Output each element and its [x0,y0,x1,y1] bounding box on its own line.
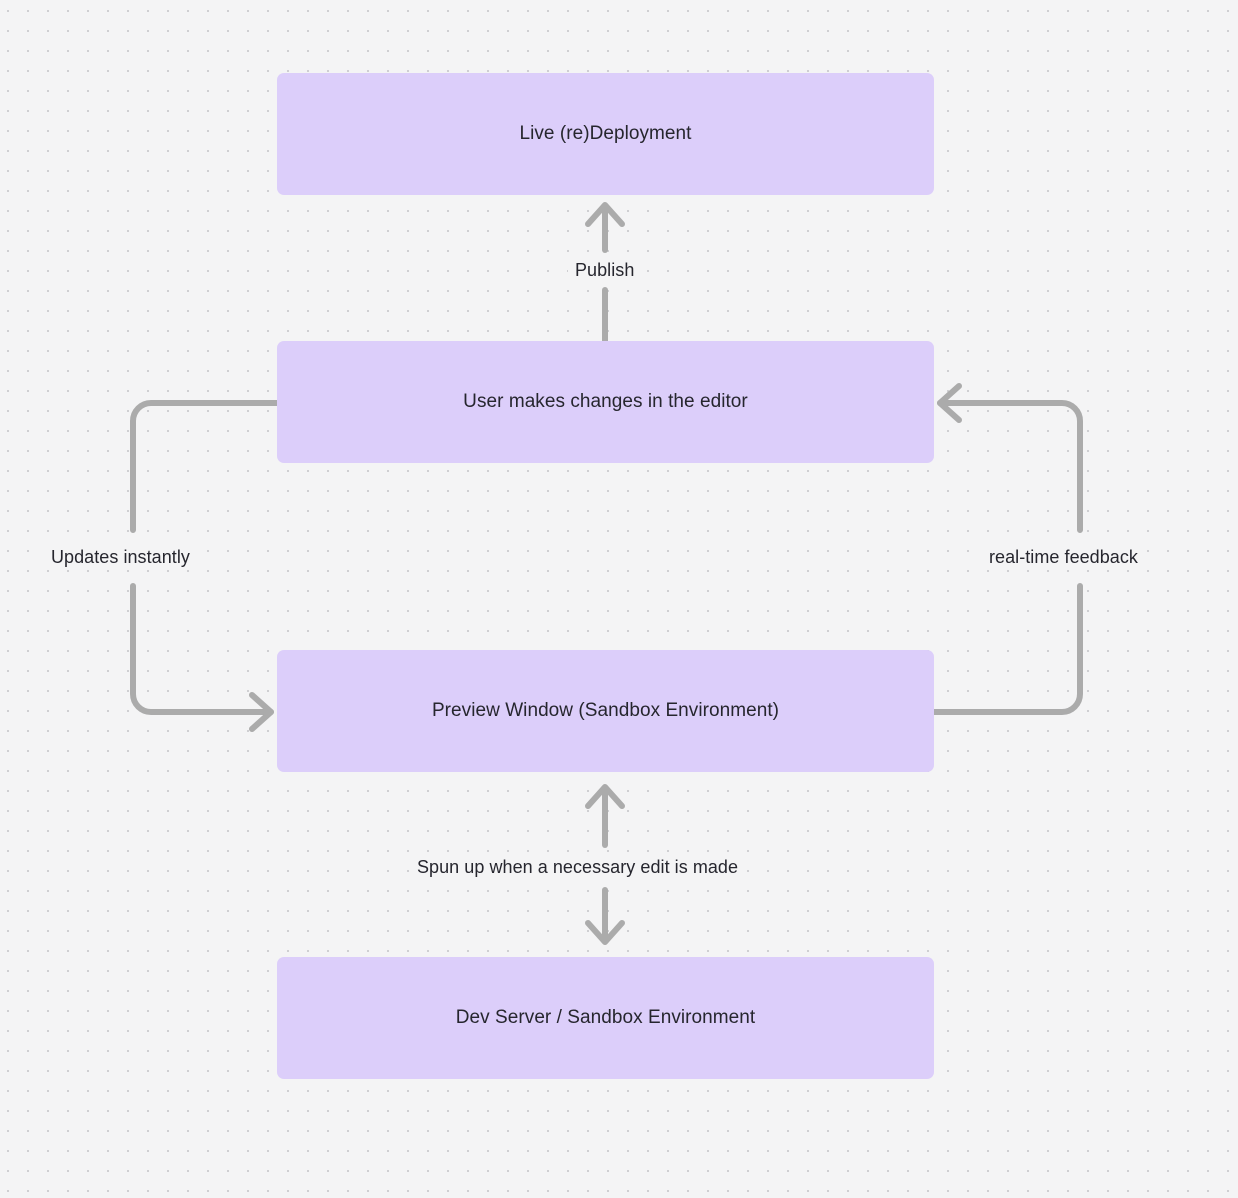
edge-label-spun-up: Spun up when a necessary edit is made [410,855,746,880]
edge-label-updates-instantly: Updates instantly [44,545,197,570]
node-user-edits[interactable]: User makes changes in the editor [277,341,934,463]
node-live-deployment[interactable]: Live (re)Deployment [277,73,934,195]
node-label: Preview Window (Sandbox Environment) [431,700,780,721]
edge-label-publish: Publish [568,258,642,283]
edge-label-real-time-feedback: real-time feedback [982,545,1145,570]
node-preview-window[interactable]: Preview Window (Sandbox Environment) [277,650,934,772]
node-label: Live (re)Deployment [519,123,692,144]
node-label: User makes changes in the editor [463,391,748,412]
node-dev-server[interactable]: Dev Server / Sandbox Environment [277,957,934,1079]
node-label: Dev Server / Sandbox Environment [455,1007,756,1028]
